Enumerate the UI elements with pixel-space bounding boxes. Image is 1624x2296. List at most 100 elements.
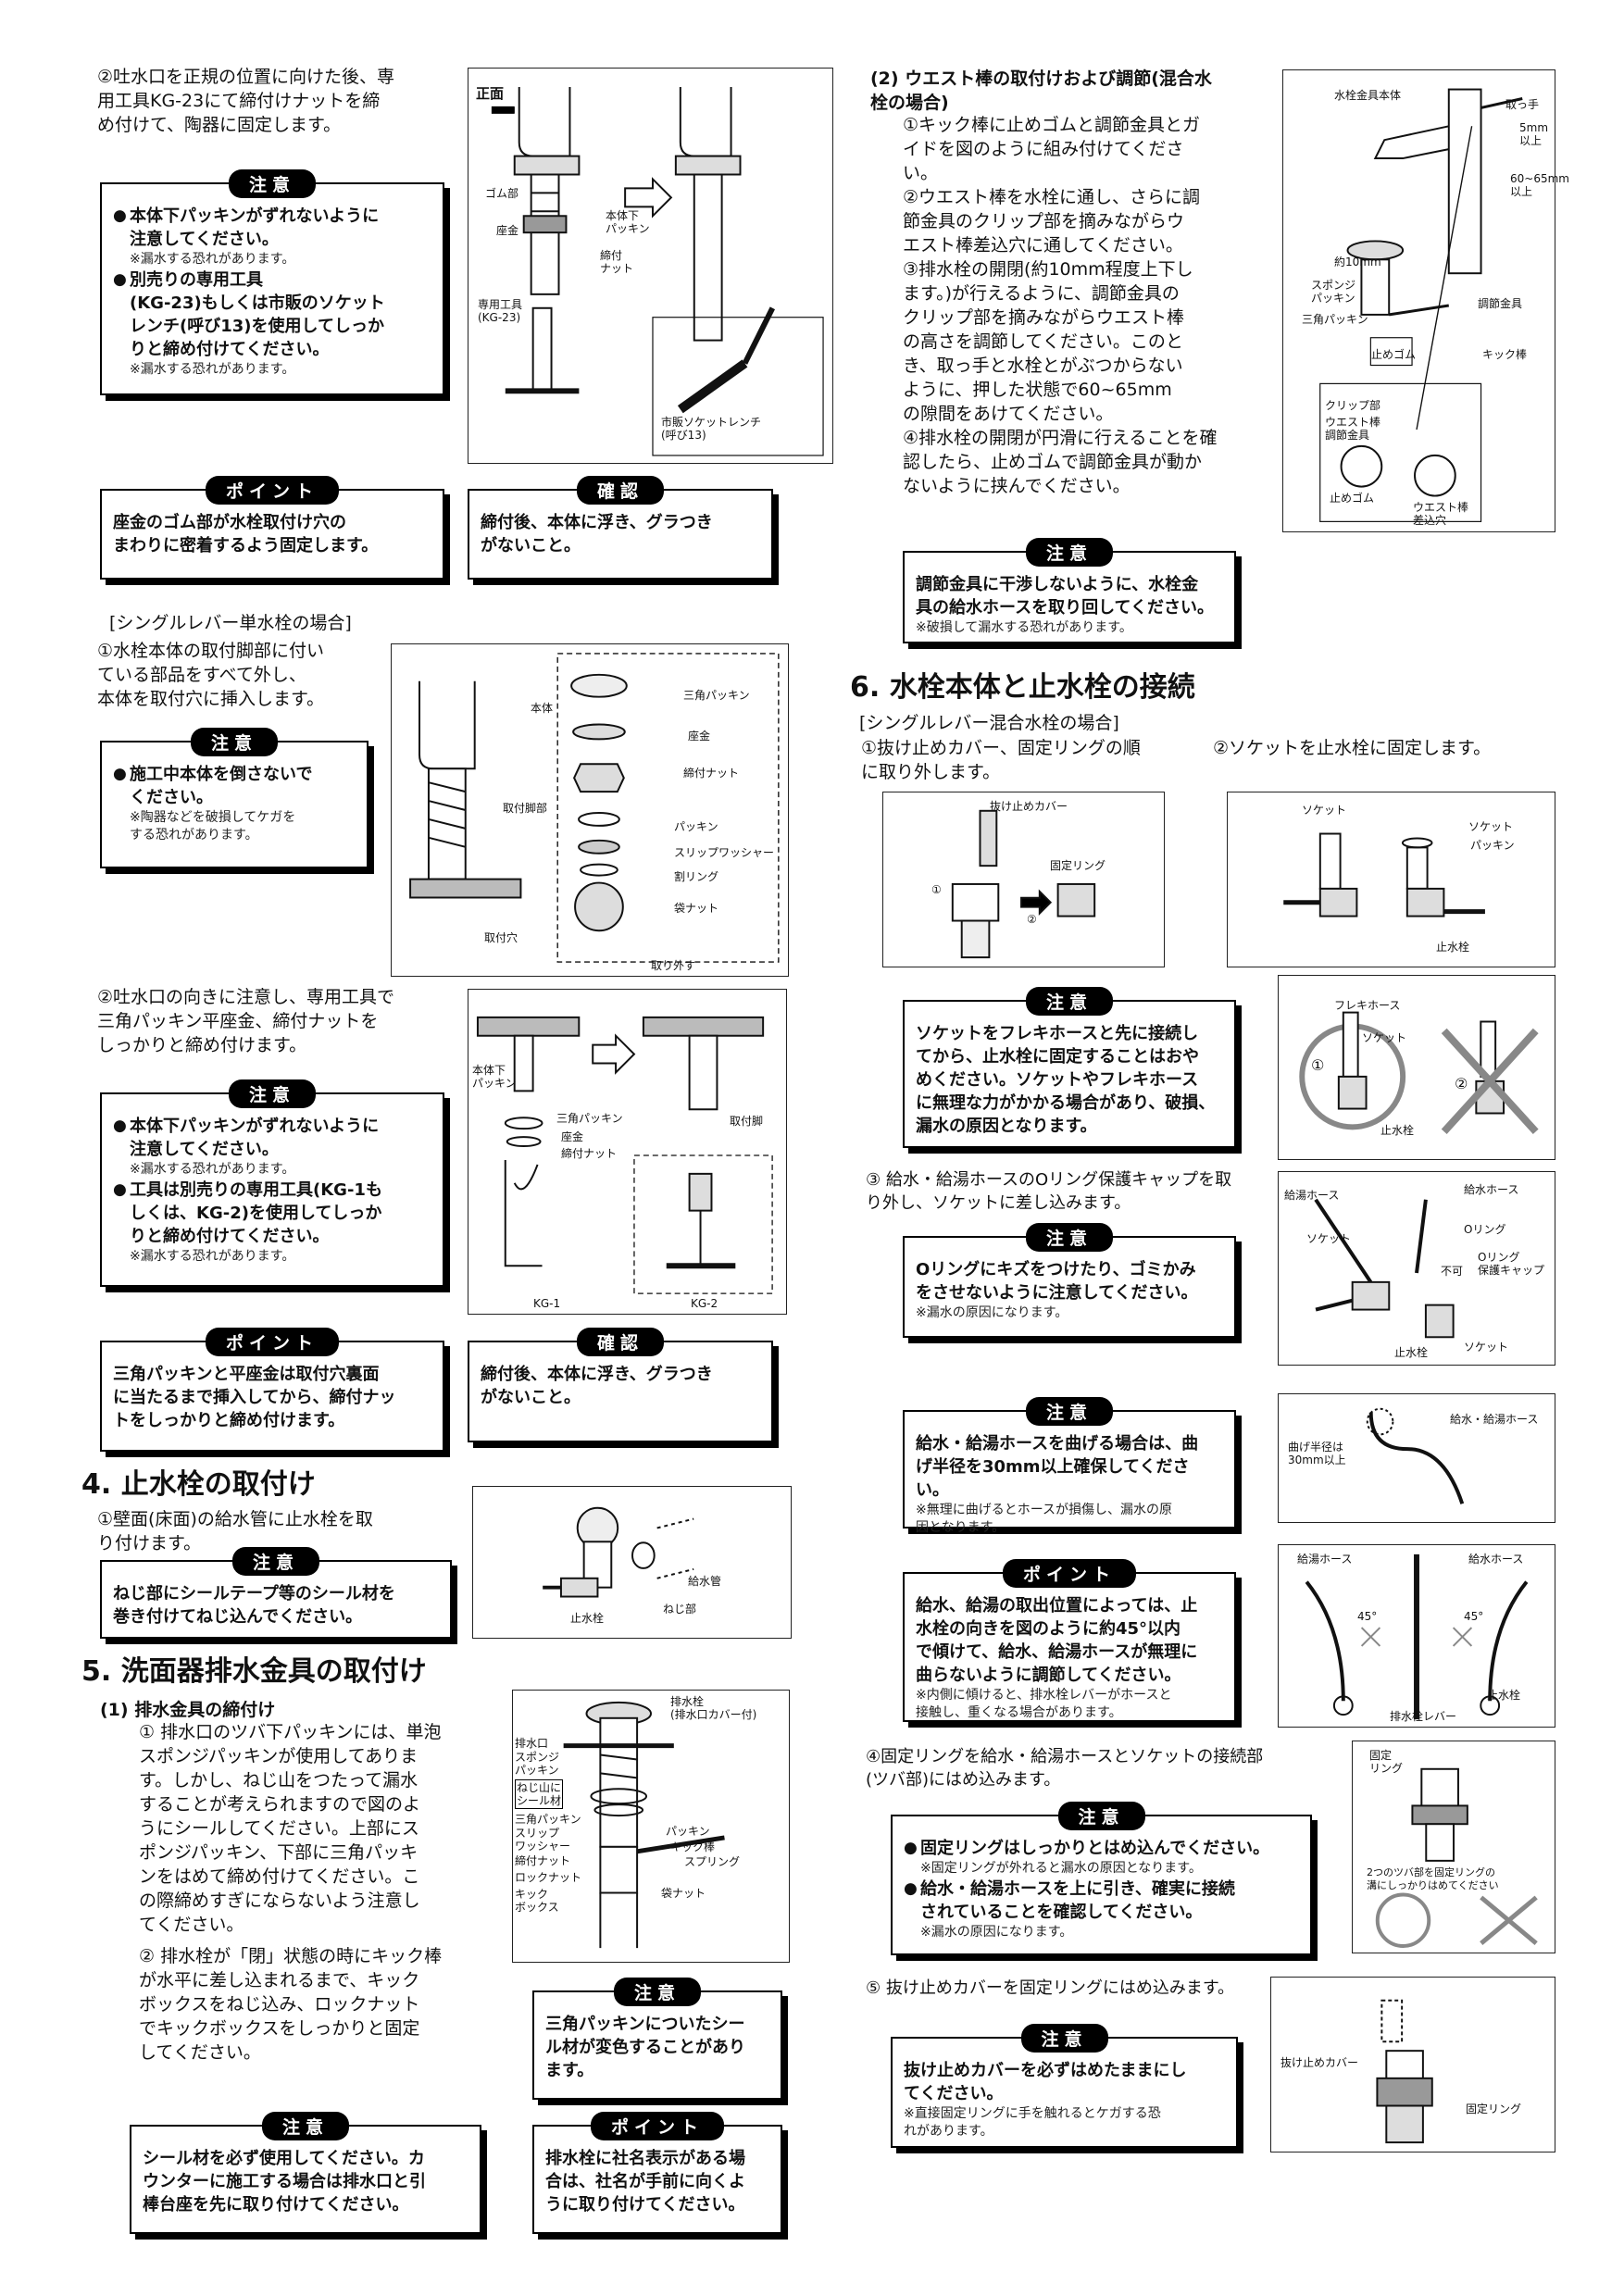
point-note: ※内側に傾けると、排水栓レバーがホースと 接触し、重くなる場合があります。 — [916, 1688, 1172, 1720]
caution-text: 本体下パッキンがずれないように 注意してください。 — [113, 205, 430, 251]
fig-label: 三角パッキン — [683, 689, 750, 702]
point-text: 給水、給湯の取出位置によっては、止 水栓の向きを図のように約45°以内 で傾けて… — [916, 1596, 1198, 1685]
fig-label: 三角パッキン — [1302, 313, 1368, 326]
caution-box: 注意 固定リングはしっかりとはめ込んでください。 ※固定リングが外れると漏水の原… — [891, 1802, 1312, 1955]
fig-label: 2つのツバ部を固定リングの 溝にしっかりはめてください — [1367, 1866, 1499, 1891]
caution-box: 注意 本体下パッキンがずれないように 注意してください。 ※漏水する恐れがありま… — [100, 1079, 444, 1287]
caution-text: 固定リングはしっかりとはめ込んでください。 — [904, 1837, 1297, 1860]
caution-text: シール材を必ず使用してください。カ ウンターに施工する場合は排水口と引 棒台座を… — [143, 2149, 426, 2215]
caution-text: ソケットをフレキホースと先に接続し てから、止水栓に固定することはおや めくださ… — [916, 1024, 1216, 1136]
fig-label: 止水栓 — [1380, 1124, 1415, 1137]
fig-label: 取付脚 — [730, 1115, 764, 1128]
step-text: ②吐水口を正規の位置に向けた後、専 用工具KG-23にて締付けナットを締 め付け… — [97, 67, 395, 135]
step-text: ④固定リングを給水・給湯ホースとソケットの接続部 (ツバ部)にはめ込みます。 — [866, 1747, 1264, 1790]
fig-label: 固定 リング — [1369, 1749, 1404, 1775]
fig-label: 給水ホース — [1468, 1553, 1524, 1566]
fig-label: 三角パッキン — [515, 1813, 581, 1826]
oring-figure: 給湯ホース 給水ホース ソケット Oリング Oリング 保護キャップ 不可 止水栓… — [1278, 1171, 1555, 1366]
step-text: ① 排水口のツバ下パッキンには、単泡 スポンジパッキンが使用してありま す。しか… — [139, 1722, 442, 1935]
fig-label: 袋ナット — [661, 1887, 706, 1900]
fig-label: ゴム部 — [485, 187, 519, 200]
caution-label: 注意 — [1025, 987, 1114, 1016]
fig-label: 給湯ホース — [1297, 1553, 1353, 1566]
fig-label: 給水・給湯ホース — [1450, 1413, 1539, 1426]
remove-cover-figure: 抜け止めカバー 固定リング ① ② — [882, 792, 1165, 967]
waste-rod-figure: 水栓金具本体 取っ手 5mm 以上 60~65mm 以上 約10mm スポンジ … — [1282, 69, 1569, 532]
fig-label: 本体下 パッキン — [472, 1064, 517, 1090]
caution-label: 注意 — [1020, 2024, 1108, 2053]
fig-label: 60~65mm 以上 — [1510, 172, 1569, 198]
step-text: ①キック棒に止めゴムと調節金具とガ イドを図のように組み付けてくださ い。 ②ウ… — [903, 115, 1218, 496]
caution-text: 本体下パッキンがずれないように 注意してください。 — [113, 1115, 430, 1161]
fig-label: 締付ナット — [515, 1854, 571, 1867]
fig-label: ソケット — [1306, 1232, 1352, 1245]
fig-label: 三角パッキン — [556, 1112, 623, 1125]
step-text: ②ソケットを止水栓に固定します。 — [1213, 738, 1492, 758]
fig-label: ① — [1311, 1056, 1325, 1074]
fig-label: 割リング — [674, 870, 719, 883]
point-text: 排水栓に社名表示がある場 合は、社名が手前に向くよ うに取り付けてください。 — [545, 2149, 745, 2215]
caution-note: ※漏水する恐れがあります。 — [130, 362, 295, 377]
angle-figure: 給湯ホース 給水ホース 45° 45° 止水栓 排水栓レバー — [1278, 1544, 1555, 1728]
fig-label: スリップ ワッシャー — [515, 1827, 571, 1853]
fig-label: 止水栓 — [1487, 1689, 1521, 1702]
section-title: 4. 止水栓の取付け — [81, 1468, 316, 1501]
confirm-text: 締付後、本体に浮き、グラつき がないこと。 — [481, 1365, 713, 1407]
caution-box: 注意 シール材を必ず使用してください。カ ウンターに施工する場合は排水口と引 棒… — [130, 2112, 481, 2234]
fig-label: ねじ部 — [663, 1603, 697, 1616]
socket-figure: ソケット ソケット パッキン 止水栓 — [1227, 792, 1555, 967]
step-text: ②吐水口の向きに注意し、専用工具で 三角パッキン平座金、締付ナットを しっかりと… — [97, 987, 395, 1055]
fig-label: 約10mm — [1334, 256, 1381, 268]
caution-box: 注意 本体下パッキンがずれないように 注意してください。 ※漏水する恐れがありま… — [100, 169, 444, 395]
fig-label: 水栓金具本体 — [1334, 89, 1402, 102]
fig-label: ソケット — [1302, 804, 1347, 817]
fig-label: 不可 — [1441, 1265, 1464, 1278]
point-text: 座金のゴム部が水栓取付け穴の まわりに密着するよう固定します。 — [113, 513, 379, 555]
caution-note: ※漏水する恐れがあります。 — [130, 1249, 295, 1264]
caution-text: 調節金具に干渉しないように、水栓金 具の給水ホースを取り回してください。 — [916, 575, 1215, 618]
caution-label: 注意 — [261, 2112, 350, 2140]
fig-label: 排水栓レバー — [1390, 1710, 1457, 1723]
point-box: ポイント 排水栓に社名表示がある場 合は、社名が手前に向くよ うに取り付けてくだ… — [532, 2112, 782, 2234]
fig-label: パッキン — [1470, 839, 1515, 852]
step-text: ①水栓本体の取付脚部に付い ている部品をすべて外し、 本体を取付穴に挿入します。 — [97, 641, 325, 709]
fig-label: 取付脚部 — [503, 802, 548, 815]
fig-label: ソケット — [1464, 1341, 1509, 1354]
step-text: ③ 給水・給湯ホースのOリング保護キャップを取 り外し、ソケットに差し込みます。 — [866, 1170, 1232, 1213]
fig-label: パッキン — [666, 1825, 710, 1838]
caution-note: ※漏水する恐れがあります。 — [130, 252, 295, 267]
drain-fitting-figure: 排水栓 (排水口カバー付) 排水口 スポンジ パッキン ねじ山に シール材 三角… — [512, 1690, 790, 1963]
fig-label: 止水栓 — [1436, 941, 1470, 954]
fig-label: 本体下 パッキン — [606, 209, 650, 235]
caution-label: 注意 — [190, 728, 279, 756]
fig-label: 5mm 以上 — [1519, 121, 1549, 147]
caution-label: 注意 — [1057, 1802, 1145, 1830]
caution-note: ※固定リングが外れると漏水の原因となります。 — [920, 1861, 1202, 1876]
caution-text: ねじ部にシールテープ等のシール材を 巻き付けてねじ込んでください。 — [113, 1584, 395, 1627]
tool-tightening-figure: 本体下 パッキン 三角パッキン 座金 締付ナット 取付脚 KG-1 KG-2 — [468, 989, 787, 1315]
step-text: ①抜け止めカバー、固定リングの順 に取り外します。 — [861, 738, 1141, 782]
fig-label: Oリング — [1464, 1223, 1506, 1236]
fig-label: 取付穴 — [484, 931, 518, 944]
fig-label: ① — [931, 883, 942, 896]
caution-box: 注意 ソケットをフレキホースと先に接続し てから、止水栓に固定することはおや め… — [903, 987, 1236, 1148]
point-label: ポイント — [1002, 1559, 1137, 1588]
fig-label: 調節金具 — [1478, 297, 1523, 310]
fixing-ring-figure: 固定 リング 2つのツバ部を固定リングの 溝にしっかりはめてください — [1352, 1741, 1555, 1953]
fig-label: Oリング 保護キャップ — [1478, 1251, 1545, 1277]
fig-label: 取り外す — [651, 959, 696, 972]
point-label: ポイント — [205, 1328, 340, 1356]
caution-label: 注意 — [231, 1547, 320, 1576]
fig-label: キック棒 — [1482, 348, 1528, 361]
caution-text: 給水・給湯ホースを上に引き、確実に接続 されていることを確認してください。 — [904, 1878, 1297, 1924]
step-text: ①壁面(床面)の給水管に止水栓を取 り付けます。 — [97, 1509, 373, 1554]
caution-note: ※漏水の原因になります。 — [920, 1925, 1073, 1940]
caution-text: Oリングにキズをつけたり、ゴミかみ をさせないように注意してください。 — [916, 1260, 1198, 1303]
subsection-title: (1) 排水金具の締付け — [100, 1700, 276, 1720]
fig-label: 締付 ナット — [600, 249, 634, 275]
fig-label: 給湯ホース — [1284, 1189, 1340, 1202]
section-subheader: [シングルレバー混合水栓の場合] — [859, 713, 1119, 733]
fig-label: 排水栓 (排水口カバー付) — [670, 1695, 757, 1721]
caution-box: 注意 給水・給湯ホースを曲げる場合は、曲 げ半径を30mm以上確保してください。… — [903, 1397, 1236, 1535]
fig-label: 固定リング — [1466, 2103, 1522, 2115]
